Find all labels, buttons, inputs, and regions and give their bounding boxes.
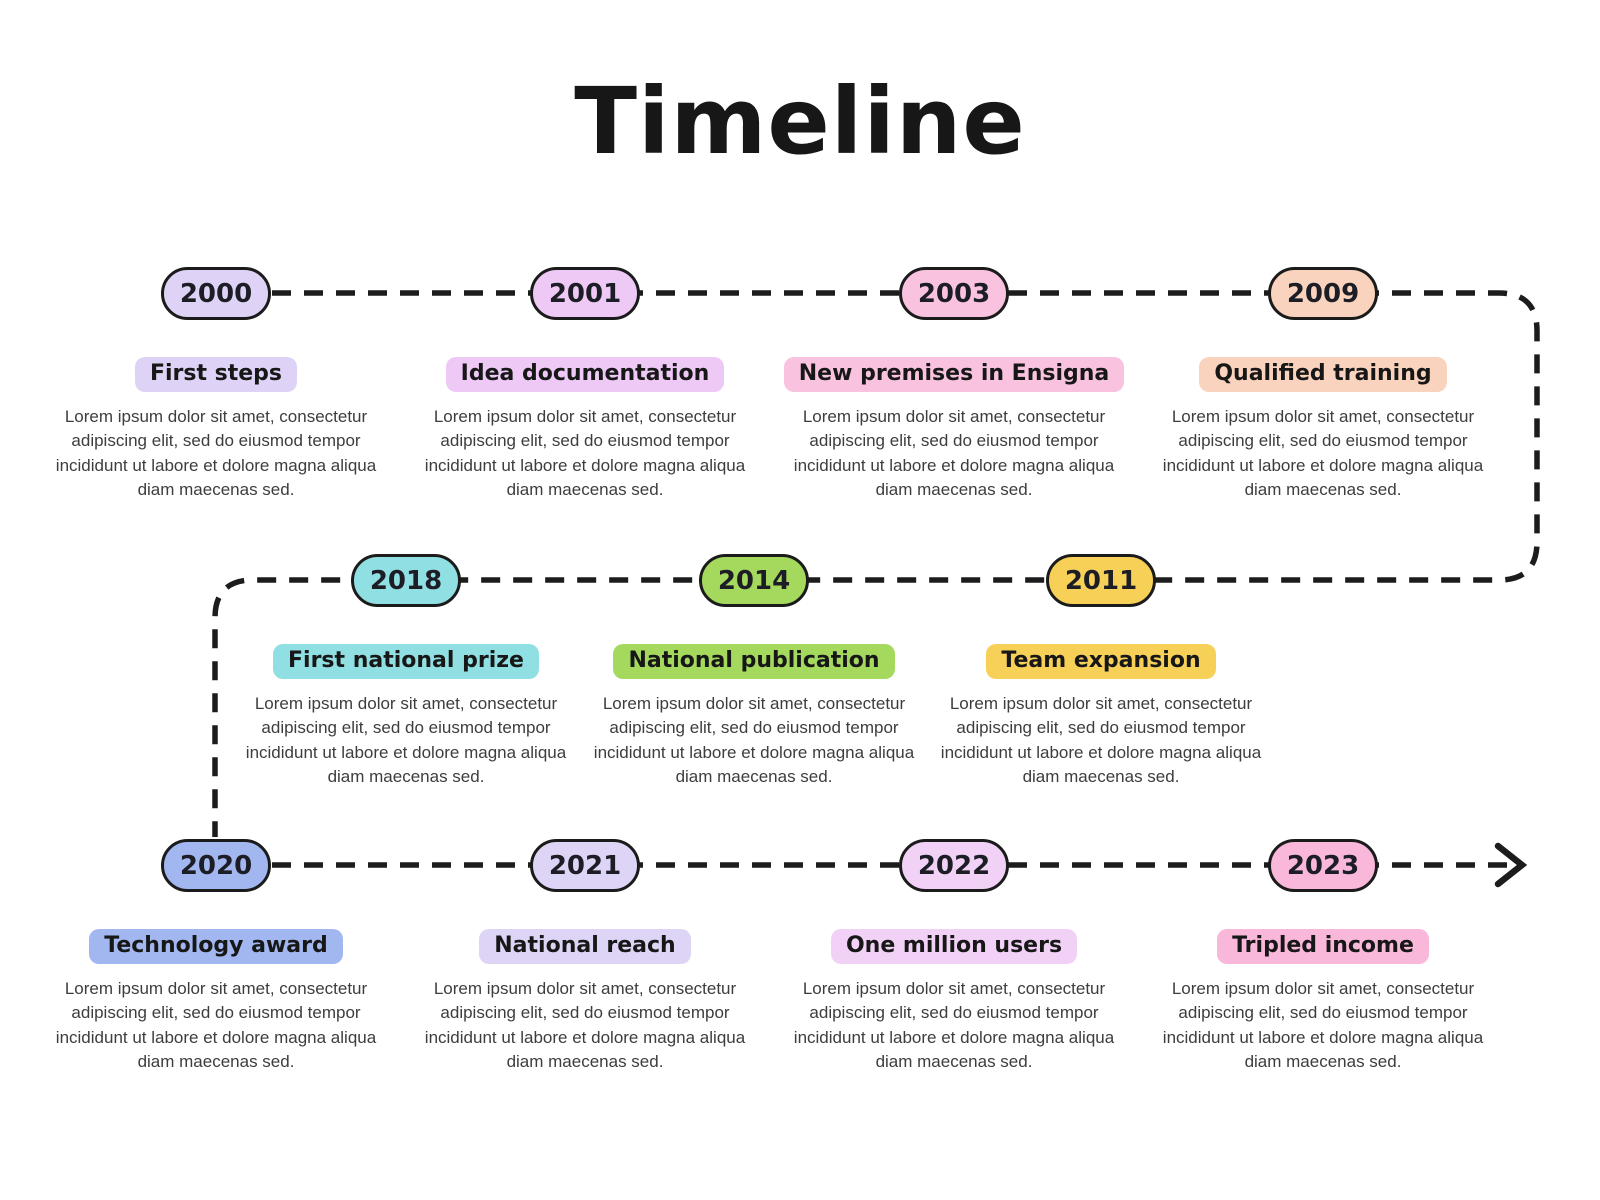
event-description: Lorem ipsum dolor sit amet, consectetur … — [1162, 979, 1484, 1072]
year-pill: 2011 — [1046, 554, 1156, 607]
event-label: Tripled income — [1217, 929, 1429, 964]
event-description: Lorem ipsum dolor sit amet, consectetur … — [245, 694, 567, 787]
timeline-event-2014: 2014 National publication Lorem ipsum do… — [584, 554, 924, 790]
timeline-event-2009: 2009 Qualified training Lorem ipsum dolo… — [1153, 267, 1493, 503]
year-pill: 2014 — [699, 554, 809, 607]
timeline-event-2018: 2018 First national prize Lorem ipsum do… — [236, 554, 576, 790]
year-pill: 2003 — [899, 267, 1009, 320]
page-title: Timeline — [574, 68, 1026, 175]
year-pill: 2009 — [1268, 267, 1378, 320]
event-description: Lorem ipsum dolor sit amet, consectetur … — [793, 979, 1115, 1072]
year-pill: 2001 — [530, 267, 640, 320]
timeline-event-2011: 2011 Team expansion Lorem ipsum dolor si… — [931, 554, 1271, 790]
event-description: Lorem ipsum dolor sit amet, consectetur … — [55, 979, 377, 1072]
arrowhead-icon — [1494, 842, 1528, 888]
year-pill: 2020 — [161, 839, 271, 892]
year-pill: 2023 — [1268, 839, 1378, 892]
event-label: New premises in Ensigna — [783, 357, 1125, 392]
event-label: Team expansion — [986, 644, 1216, 679]
event-description: Lorem ipsum dolor sit amet, consectetur … — [424, 979, 746, 1072]
event-description: Lorem ipsum dolor sit amet, consectetur … — [940, 694, 1262, 787]
event-description: Lorem ipsum dolor sit amet, consectetur … — [793, 407, 1115, 500]
timeline-event-2003: 2003 New premises in Ensigna Lorem ipsum… — [783, 267, 1125, 503]
timeline-event-2020: 2020 Technology award Lorem ipsum dolor … — [46, 839, 386, 1075]
event-description: Lorem ipsum dolor sit amet, consectetur … — [424, 407, 746, 500]
event-description: Lorem ipsum dolor sit amet, consectetur … — [593, 694, 915, 787]
event-label: One million users — [830, 929, 1078, 964]
event-label: National reach — [479, 929, 691, 964]
event-description: Lorem ipsum dolor sit amet, consectetur … — [55, 407, 377, 500]
year-pill: 2018 — [351, 554, 461, 607]
timeline-event-2021: 2021 National reach Lorem ipsum dolor si… — [415, 839, 755, 1075]
event-label: Idea documentation — [445, 357, 725, 392]
timeline-event-2023: 2023 Tripled income Lorem ipsum dolor si… — [1153, 839, 1493, 1075]
timeline-event-2022: 2022 One million users Lorem ipsum dolor… — [784, 839, 1124, 1075]
timeline-event-2000: 2000 First steps Lorem ipsum dolor sit a… — [46, 267, 386, 503]
year-pill: 2021 — [530, 839, 640, 892]
event-label: First national prize — [273, 644, 539, 679]
year-pill: 2022 — [899, 839, 1009, 892]
event-label: Technology award — [89, 929, 343, 964]
event-description: Lorem ipsum dolor sit amet, consectetur … — [1162, 407, 1484, 500]
timeline-event-2001: 2001 Idea documentation Lorem ipsum dolo… — [415, 267, 755, 503]
event-label: Qualified training — [1199, 357, 1447, 392]
event-label: First steps — [134, 357, 298, 392]
event-label: National publication — [613, 644, 895, 679]
year-pill: 2000 — [161, 267, 271, 320]
